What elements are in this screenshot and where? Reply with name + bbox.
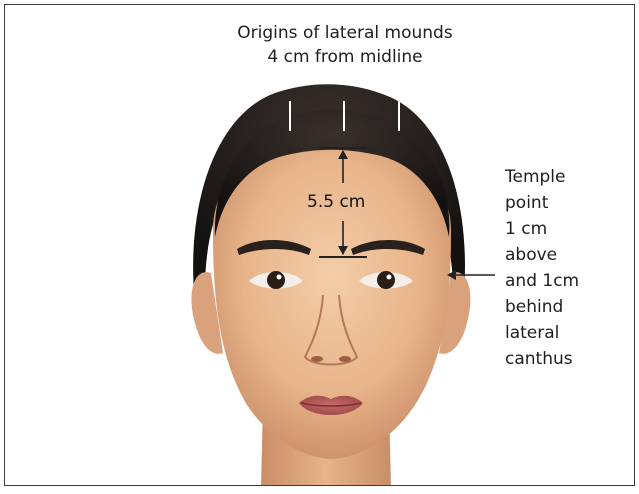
note-line: Temple: [505, 164, 579, 190]
note-line: behind: [505, 294, 579, 320]
note-line: lateral: [505, 320, 579, 346]
left-arrow-icon: [447, 270, 495, 280]
caption-line: Origins of lateral mounds: [195, 21, 495, 45]
note-line: canthus: [505, 346, 579, 372]
note-line: 1 cm: [505, 216, 579, 242]
lateral-mounds-caption: Origins of lateral mounds 4 cm from midl…: [195, 21, 495, 69]
note-line: point: [505, 190, 579, 216]
caption-line: 4 cm from midline: [195, 45, 495, 69]
figure-panel: Origins of lateral mounds 4 cm from midl…: [4, 4, 635, 486]
note-line: and 1cm: [505, 268, 579, 294]
distance-label: 5.5 cm: [307, 190, 365, 214]
temple-point-note: Temple point 1 cm above and 1cm behind l…: [505, 164, 579, 372]
note-line: above: [505, 242, 579, 268]
